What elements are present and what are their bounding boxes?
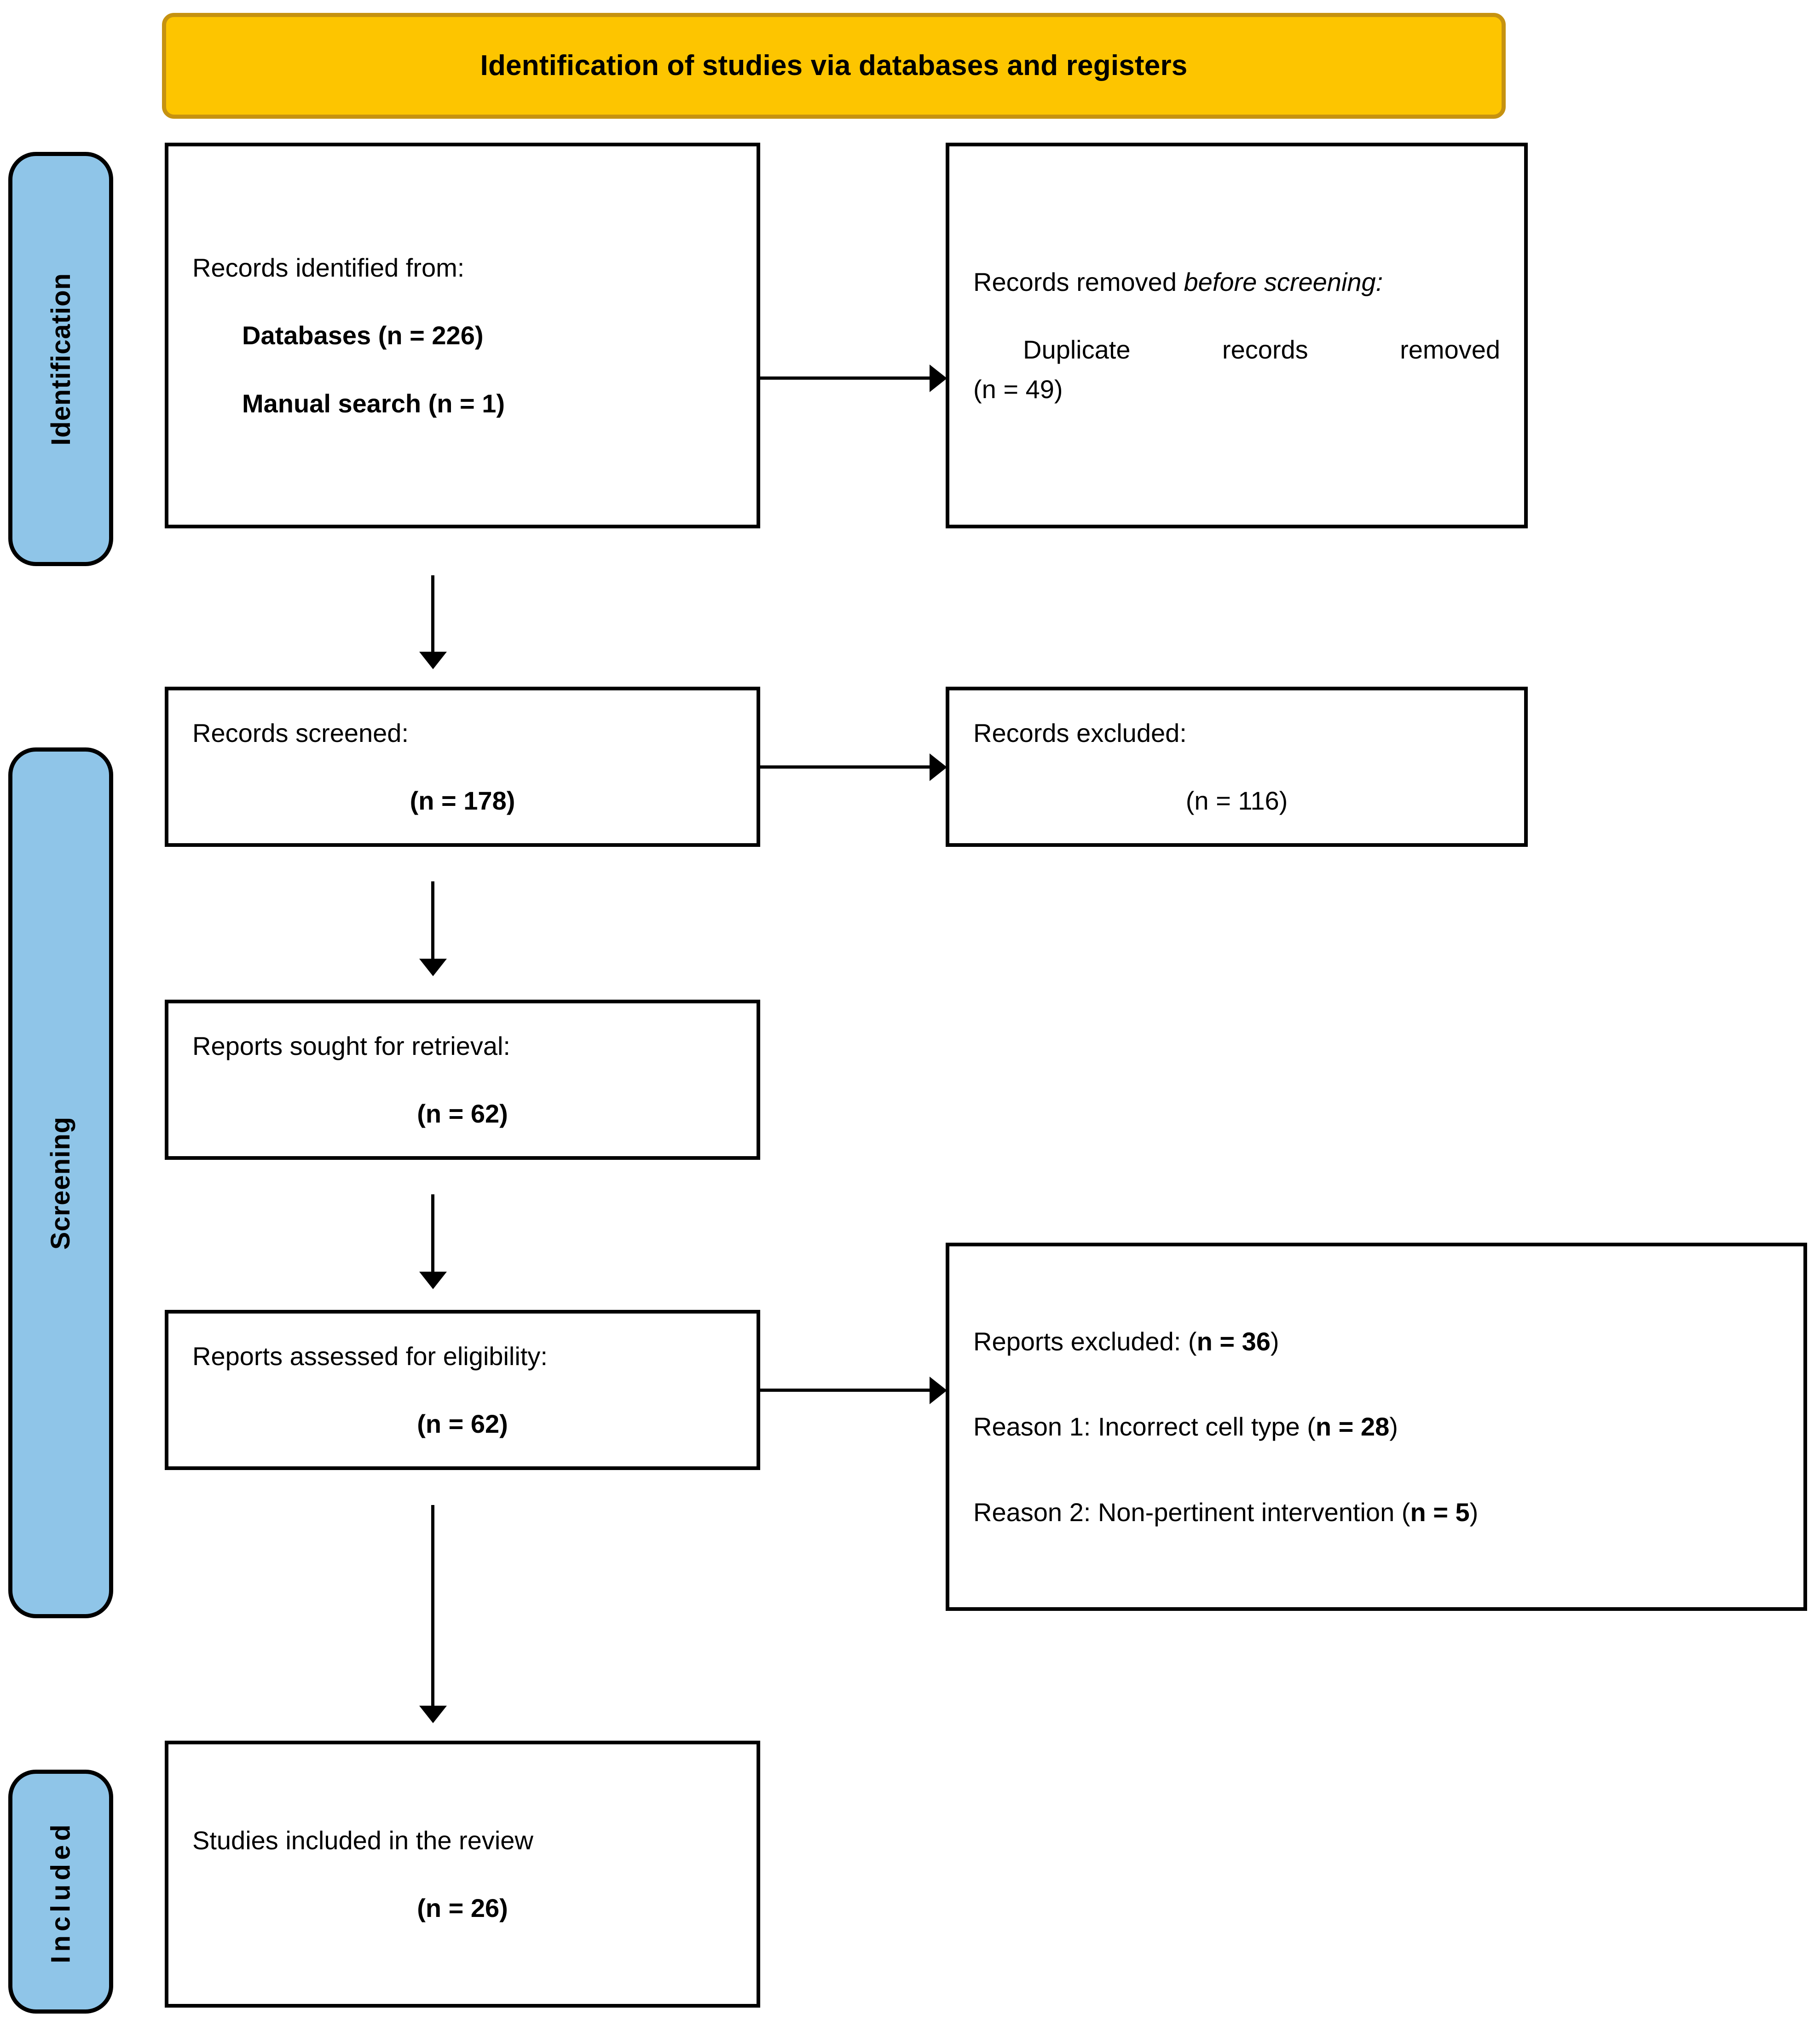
reports-assessed-count: (n = 62) bbox=[417, 1409, 508, 1438]
reports-excluded-reason-1-close: ) bbox=[1389, 1412, 1398, 1442]
reports-excluded-reason-1-label: Reason 1: Incorrect cell type ( bbox=[973, 1412, 1316, 1442]
reports-excluded-total-label: Reports excluded: ( bbox=[973, 1327, 1197, 1356]
reports-excluded-total-close: ) bbox=[1270, 1327, 1279, 1356]
arrow-screened-to-excluded bbox=[760, 765, 930, 769]
reports-sought-count: (n = 62) bbox=[417, 1099, 508, 1128]
records-removed-heading: Records removed before screening: bbox=[973, 262, 1500, 301]
reports-sought-label: Reports sought for retrieval: bbox=[192, 1031, 510, 1060]
records-identified-heading: Records identified from: bbox=[192, 253, 465, 283]
reports-excluded-total: Reports excluded: (n = 36) bbox=[973, 1322, 1780, 1361]
reports-excluded-reason-2-label: Reason 2: Non-pertinent intervention ( bbox=[973, 1497, 1410, 1527]
records-removed-lead-tail: : bbox=[1375, 267, 1383, 297]
stage-rail-included: Included bbox=[8, 1770, 113, 2014]
stage-rail-included-label: Included bbox=[46, 1820, 76, 1963]
stage-rail-screening: Screening bbox=[8, 747, 113, 1618]
records-excluded-count: (n = 116) bbox=[1185, 786, 1288, 815]
arrow-assessed-to-included bbox=[431, 1505, 434, 1708]
reports-excluded-total-n: n = 36 bbox=[1196, 1327, 1271, 1356]
reports-excluded-reason-2: Reason 2: Non-pertinent intervention (n … bbox=[973, 1493, 1780, 1532]
arrow-assessed-to-reports-excluded bbox=[760, 1389, 930, 1392]
banner-title: Identification of studies via databases … bbox=[480, 49, 1188, 81]
stage-rail-screening-label: Screening bbox=[46, 1116, 76, 1250]
records-removed-lead: Records removed bbox=[973, 267, 1184, 297]
box-reports-excluded: Reports excluded: (n = 36) Reason 1: Inc… bbox=[946, 1243, 1807, 1611]
records-removed-duplicates: Duplicate records removed bbox=[1023, 335, 1500, 365]
reports-excluded-reason-1: Reason 1: Incorrect cell type (n = 28) bbox=[973, 1407, 1780, 1446]
arrow-sought-to-assessed bbox=[431, 1194, 434, 1274]
records-screened-label: Records screened: bbox=[192, 718, 409, 747]
reports-excluded-reason-1-n: n = 28 bbox=[1315, 1412, 1390, 1442]
box-records-identified: Records identified from: Databases (n = … bbox=[165, 143, 760, 528]
box-records-removed: Records removed before screening: Duplic… bbox=[946, 143, 1528, 528]
records-identified-manual: Manual search (n = 1) bbox=[242, 388, 505, 418]
stage-rail-identification: Identification bbox=[8, 152, 113, 566]
arrow-identified-to-screened bbox=[431, 575, 434, 654]
box-records-screened: Records screened: (n = 178) bbox=[165, 687, 760, 847]
stage-rail-identification-label: Identification bbox=[46, 272, 76, 446]
studies-included-count: (n = 26) bbox=[417, 1893, 508, 1922]
box-reports-sought: Reports sought for retrieval: (n = 62) bbox=[165, 1000, 760, 1160]
records-identified-databases: Databases (n = 226) bbox=[242, 321, 484, 350]
records-removed-lead-italic: before screening bbox=[1184, 267, 1376, 297]
records-excluded-label: Records excluded: bbox=[973, 718, 1187, 747]
box-reports-assessed: Reports assessed for eligibility: (n = 6… bbox=[165, 1310, 760, 1470]
reports-excluded-reason-2-n: n = 5 bbox=[1410, 1497, 1470, 1527]
box-records-excluded: Records excluded: (n = 116) bbox=[946, 687, 1528, 847]
arrow-screened-to-sought bbox=[431, 881, 434, 961]
studies-included-label: Studies included in the review bbox=[192, 1825, 533, 1855]
box-studies-included: Studies included in the review (n = 26) bbox=[165, 1741, 760, 2008]
reports-assessed-label: Reports assessed for eligibility: bbox=[192, 1341, 548, 1371]
reports-excluded-reason-2-close: ) bbox=[1469, 1497, 1479, 1527]
identification-banner: Identification of studies via databases … bbox=[162, 13, 1506, 119]
arrow-identified-to-removed bbox=[760, 376, 930, 380]
records-screened-count: (n = 178) bbox=[410, 786, 515, 815]
records-removed-duplicates-count: (n = 49) bbox=[973, 374, 1063, 404]
